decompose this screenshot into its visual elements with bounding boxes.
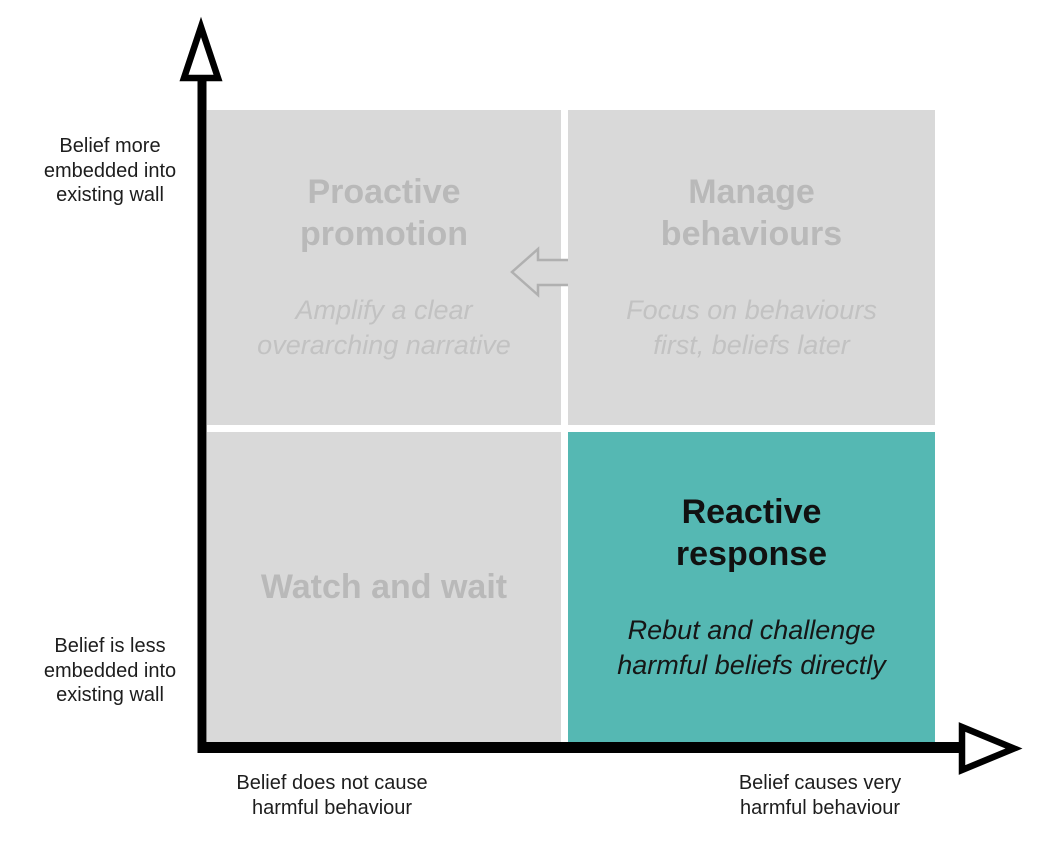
x-axis-label-left: Belief does not cause harmful behaviour — [236, 772, 428, 819]
x-axis-line — [198, 742, 966, 753]
quadrant-proactive-promotion: Proactive promotion Amplify a clear over… — [207, 110, 561, 425]
quadrant-title: Manage behaviours — [660, 173, 843, 253]
quadrant-subtitle: Rebut and challenge harmful beliefs dire… — [617, 615, 886, 680]
quadrant-watch-and-wait: Watch and wait — [207, 432, 561, 743]
quadrant-manage-behaviours: Manage behaviours Focus on behaviours fi… — [568, 110, 935, 425]
y-axis-label-bottom: Belief is less embedded into existing wa… — [43, 635, 177, 707]
quadrant-title: Watch and wait — [260, 567, 508, 606]
quadrant-title: Proactive promotion — [299, 173, 469, 253]
x-axis-label-right: Belief causes very harmful behaviour — [738, 772, 902, 819]
quadrant-subtitle: Focus on behaviours first, beliefs later — [626, 295, 877, 360]
right-arrowhead-icon — [958, 722, 1023, 775]
quadrant-title: Reactive response — [675, 493, 828, 573]
quadrant-reactive-response: Reactive response Rebut and challenge ha… — [568, 432, 935, 743]
y-axis-label-top: Belief more embedded into existing wall — [43, 135, 177, 207]
quadrant-subtitle: Amplify a clear overarching narrative — [257, 295, 511, 360]
up-arrowhead-icon — [179, 16, 223, 82]
